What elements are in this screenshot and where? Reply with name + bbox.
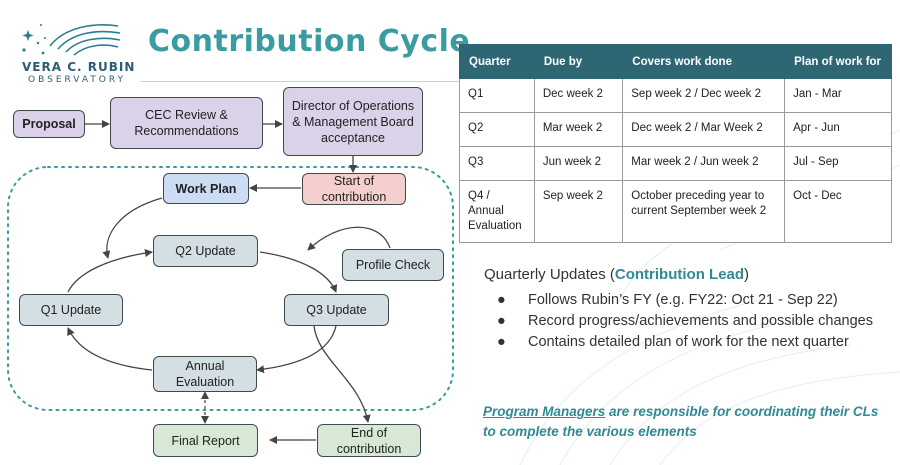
node-final-report: Final Report [153, 424, 258, 457]
page-title: Contribution Cycle [148, 24, 471, 59]
node-cec-review: CEC Review & Recommendations [110, 97, 263, 149]
logo-subtitle: OBSERVATORY [28, 75, 127, 85]
node-q2-update: Q2 Update [153, 235, 258, 267]
arrow-q3-to-end [313, 325, 371, 423]
quarterly-updates-heading: Quarterly Updates (Contribution Lead) [484, 266, 884, 283]
quarterly-updates-section: Quarterly Updates (Contribution Lead) ● F… [484, 266, 884, 354]
node-end-of-contribution: End of contribution [317, 424, 421, 457]
table-row: Q3 Jun week 2 Mar week 2 / Jun week 2 Ju… [459, 146, 892, 181]
logo-name: VERA C. RUBIN [22, 60, 136, 74]
cell-plan-of-work: Apr - Jun [784, 112, 892, 147]
rubin-logo: VERA C. RUBIN OBSERVATORY [14, 16, 134, 88]
arrow-q2-to-q3 [259, 251, 338, 293]
heading-suffix: ) [744, 266, 750, 283]
heading-prefix: Quarterly Updates ( [484, 266, 615, 283]
cell-covers-work: Mar week 2 / Jun week 2 [622, 146, 786, 181]
cell-quarter: Q2 [459, 112, 535, 147]
list-item: ● Follows Rubin’s FY (e.g. FY22: Oct 21 -… [484, 291, 884, 310]
node-q1-update: Q1 Update [19, 294, 123, 326]
bullet-icon: ● [497, 313, 506, 329]
cell-quarter: Q4 / Annual Evaluation [459, 180, 535, 243]
node-work-plan: Work Plan [163, 173, 249, 204]
bullet-text: Follows Rubin’s FY (e.g. FY22: Oct 21 - … [528, 292, 838, 308]
list-item: ● Record progress/achievements and possib… [484, 312, 884, 331]
node-profile-check: Profile Check [342, 249, 444, 281]
cell-due-by: Mar week 2 [533, 112, 624, 147]
arrow-workplan-to-cycle [102, 197, 163, 259]
cell-plan-of-work: Oct - Dec [784, 180, 892, 243]
cell-quarter: Q3 [459, 146, 535, 181]
contribution-flow-diagram: Proposal CEC Review & Recommendations Di… [7, 87, 454, 457]
bullet-text: Contains detailed plan of work for the n… [528, 334, 849, 350]
cell-plan-of-work: Jul - Sep [784, 146, 892, 181]
header-covers-work: Covers work done [622, 44, 786, 79]
arrow-q3-to-annual [256, 325, 337, 374]
arrowhead-up [201, 391, 209, 399]
schedule-table: Quarter Due by Covers work done Plan of … [459, 44, 892, 243]
arrow-profile-check [307, 226, 391, 251]
node-q3-update: Q3 Update [284, 294, 389, 326]
contribution-lead-label: Contribution Lead [614, 266, 745, 283]
list-item: ● Contains detailed plan of work for the … [484, 333, 884, 352]
note-text: are responsible for coordinating their C… [483, 404, 879, 439]
cell-due-by: Jun week 2 [533, 146, 624, 181]
header-plan-of-work: Plan of work for [784, 44, 892, 79]
cell-plan-of-work: Jan - Mar [784, 78, 892, 113]
program-managers-link[interactable]: Program Managers [483, 404, 606, 419]
header-due-by: Due by [533, 44, 624, 79]
node-proposal: Proposal [13, 110, 85, 138]
cell-covers-work: October preceding year to current Septem… [622, 180, 786, 243]
bullet-text: Record progress/achievements and possibl… [528, 313, 873, 329]
node-start-of-contribution: Start of contribution [302, 173, 406, 205]
title-divider [140, 81, 460, 82]
bullet-icon: ● [497, 292, 506, 308]
arrowhead-down [201, 416, 209, 424]
arrow-q1-to-q2 [67, 249, 153, 293]
cell-covers-work: Sep week 2 / Dec week 2 [622, 78, 786, 113]
node-director-acceptance: Director of Operations & Management Boar… [283, 87, 423, 156]
header-quarter: Quarter [459, 44, 535, 79]
cell-quarter: Q1 [459, 78, 535, 113]
flow-connectors [7, 120, 454, 444]
arrow-annual-to-q1 [67, 327, 153, 371]
bullet-icon: ● [497, 334, 506, 350]
cycle-boundary [7, 166, 454, 411]
table-row: Q1 Dec week 2 Sep week 2 / Dec week 2 Ja… [459, 78, 892, 113]
program-managers-note: Program Managers are responsible for coo… [483, 402, 893, 442]
table-row: Q2 Mar week 2 Dec week 2 / Mar Week 2 Ap… [459, 112, 892, 147]
cell-due-by: Sep week 2 [533, 180, 624, 243]
updates-list: ● Follows Rubin’s FY (e.g. FY22: Oct 21 -… [484, 291, 884, 352]
node-annual-evaluation: Annual Evaluation [153, 356, 257, 392]
rubin-logo-mark [22, 24, 121, 56]
table-header-row: Quarter Due by Covers work done Plan of … [459, 44, 892, 79]
cell-covers-work: Dec week 2 / Mar Week 2 [622, 112, 786, 147]
table-row: Q4 / Annual Evaluation Sep week 2 Octobe… [459, 180, 892, 243]
cell-due-by: Dec week 2 [533, 78, 624, 113]
